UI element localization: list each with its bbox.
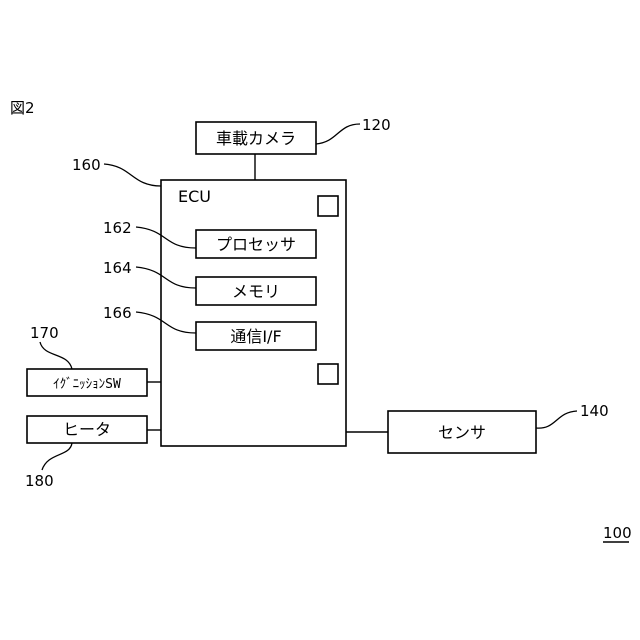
bus-terminal-top <box>318 196 338 216</box>
memory-ref-numeral: 164 <box>103 259 132 277</box>
ignition-ref-leader <box>40 342 72 369</box>
heater-ref-numeral: 180 <box>25 472 54 490</box>
comm-interface-label: 通信I/F <box>230 327 281 346</box>
processor-ref-numeral: 162 <box>103 219 132 237</box>
sensor-ref-numeral: 140 <box>580 402 609 420</box>
figure-label: 図2 <box>10 99 35 117</box>
comm-ref-numeral: 166 <box>103 304 132 322</box>
bus-terminal-bottom <box>318 364 338 384</box>
ecu-ref-numeral: 160 <box>72 156 101 174</box>
ignition-switch-label: ｲｸﾞﾆｯｼｮﾝSW <box>53 377 121 392</box>
ecu-ref-leader <box>104 164 161 186</box>
processor-label: プロセッサ <box>216 235 296 254</box>
ecu-box <box>161 180 346 446</box>
system-ref-numeral: 100 <box>603 524 632 542</box>
camera-ref-leader <box>316 124 360 144</box>
camera-ref-numeral: 120 <box>362 116 391 134</box>
heater-label: ヒータ <box>63 420 111 439</box>
sensor-ref-leader <box>536 411 577 428</box>
camera-label: 車載カメラ <box>216 129 296 148</box>
ecu-label: ECU <box>178 187 211 206</box>
memory-label: メモリ <box>232 282 280 301</box>
ignition-ref-numeral: 170 <box>30 324 59 342</box>
sensor-label: センサ <box>438 423 486 442</box>
heater-ref-leader <box>42 443 72 470</box>
